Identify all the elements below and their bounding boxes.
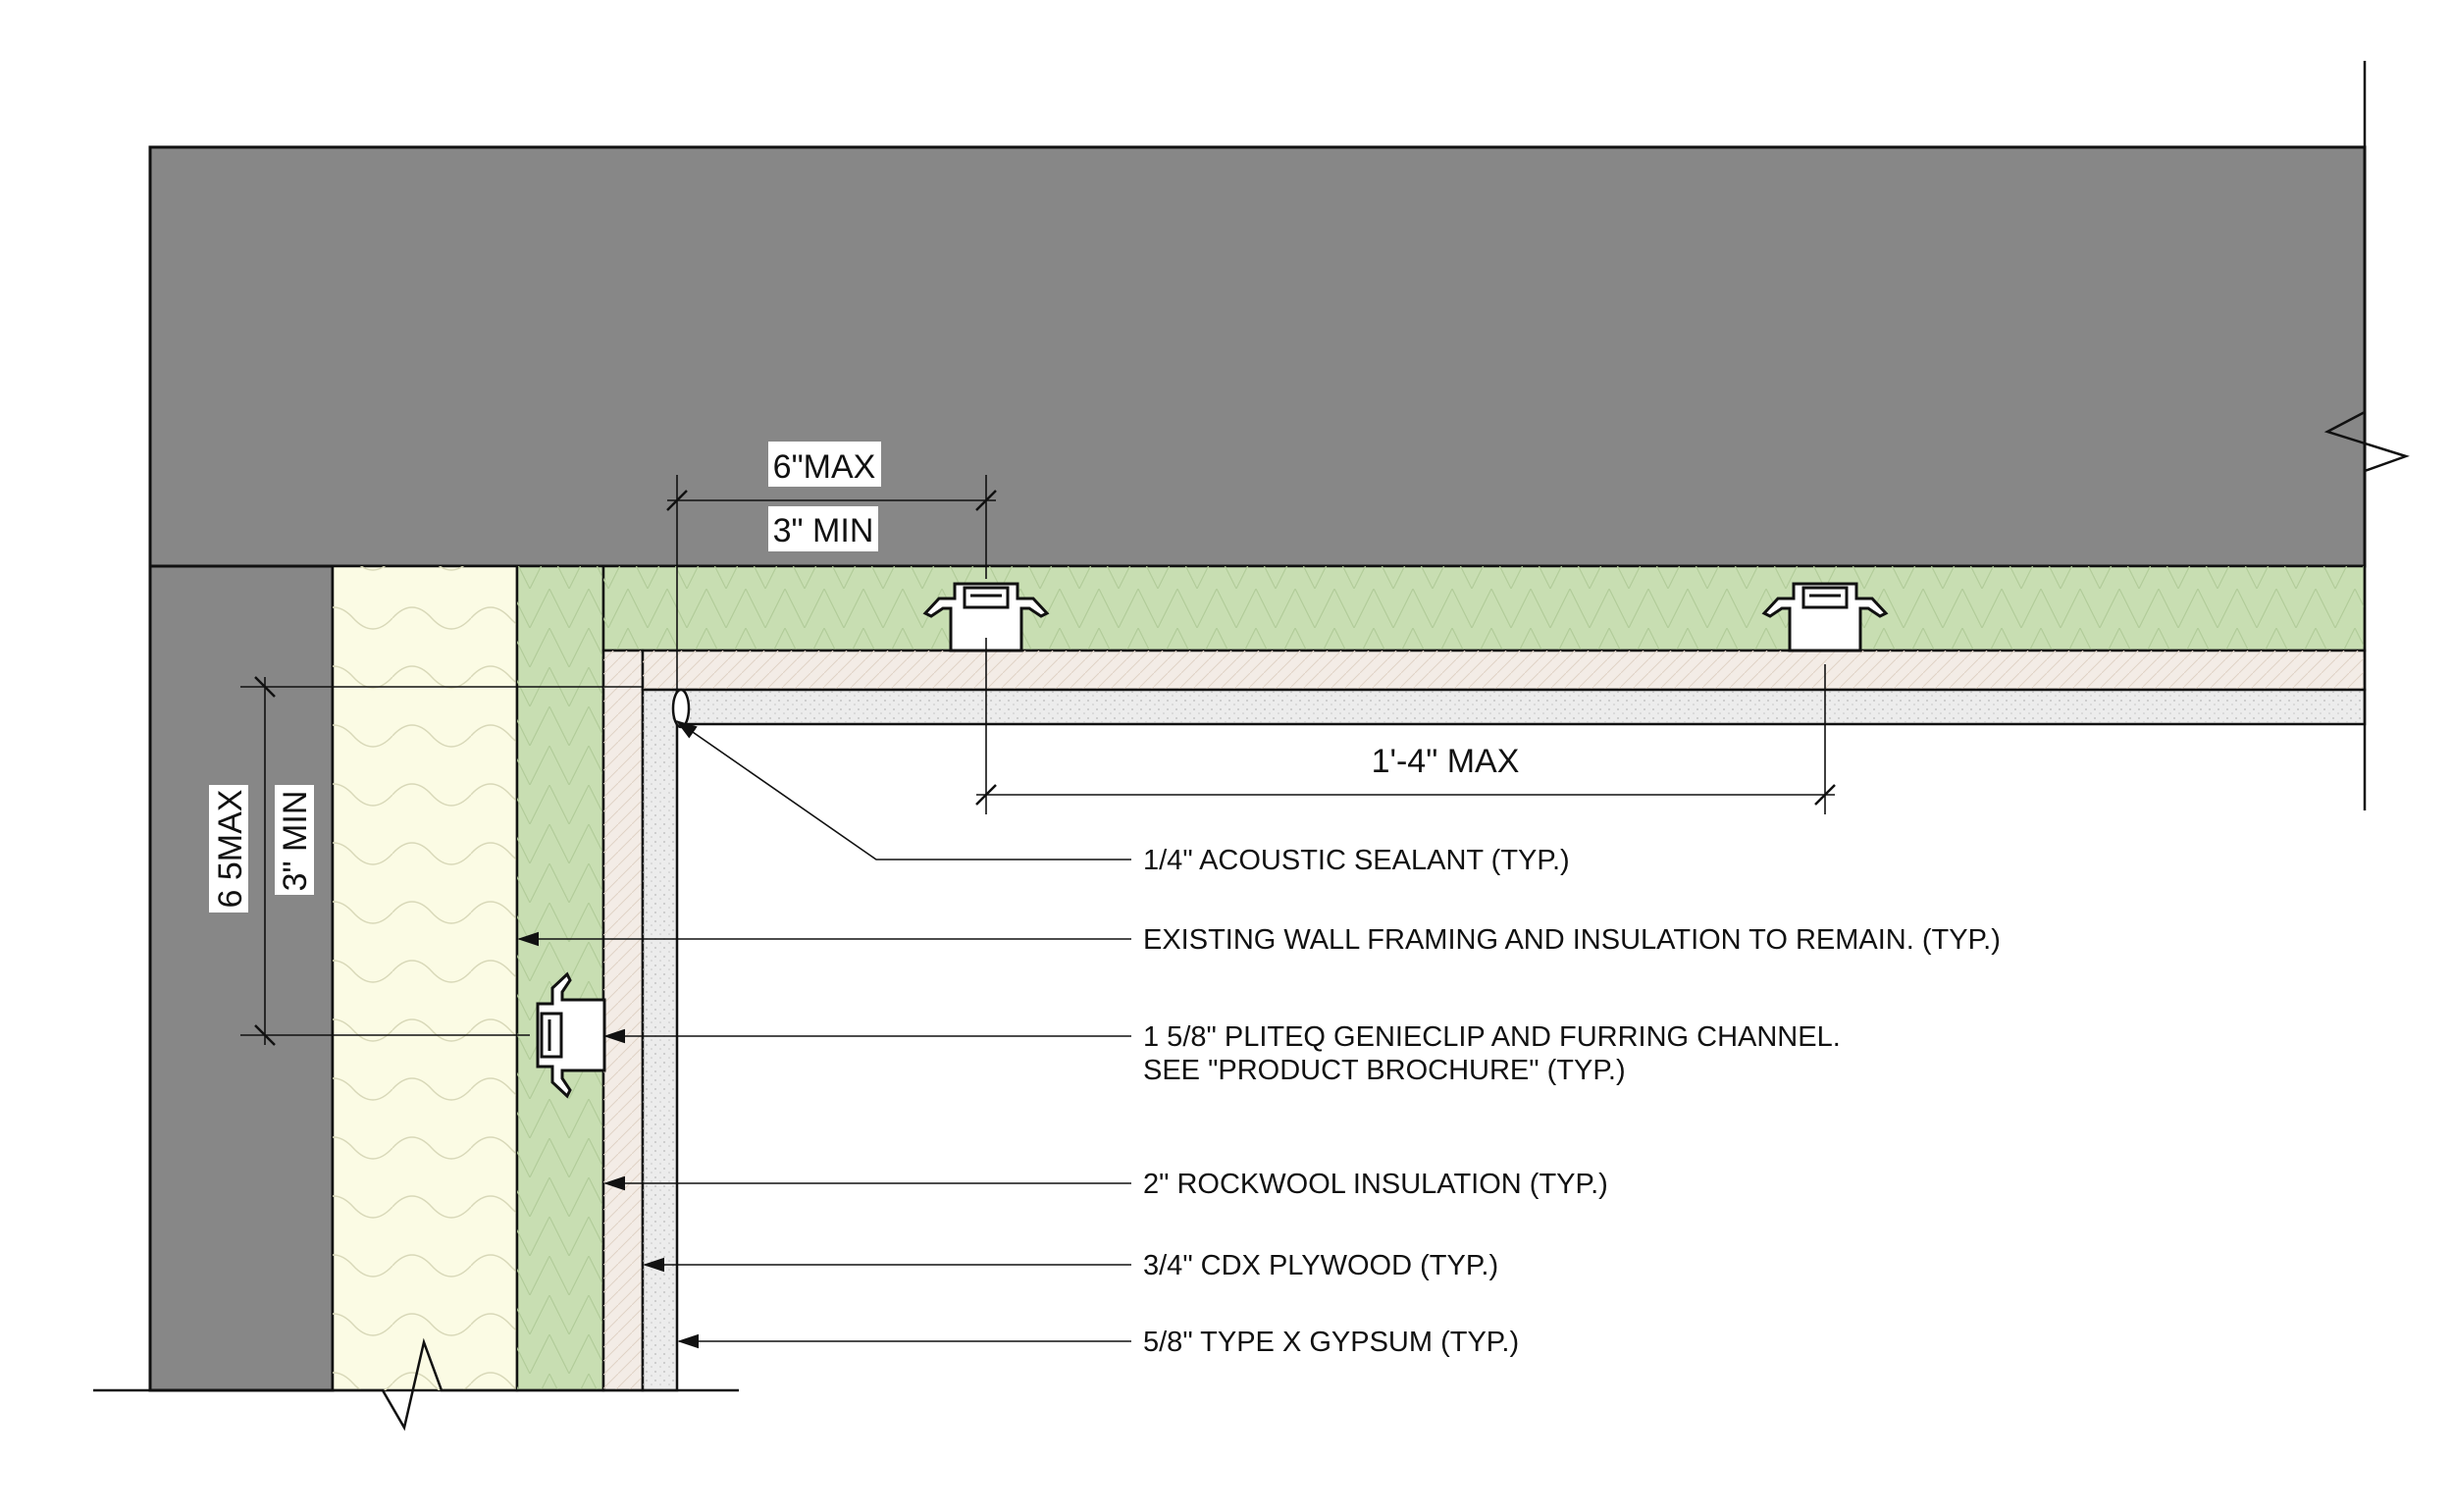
genieclip-wall [536,971,606,1099]
genieclip-ceiling-1 [922,582,1050,652]
existing-structure [148,145,2367,1392]
type-x-gypsum [641,688,2367,1392]
callout-genieclip-line-1: 1 5/8" PLITEQ GENIECLIP AND FURRING CHAN… [1143,1021,1841,1053]
callout-genieclip-line-2: SEE "PRODUCT BROCHURE" (TYP.) [1143,1055,1626,1086]
callout-rockwool: 2" ROCKWOOL INSULATION (TYP.) [1143,1169,1608,1200]
existing-framing-insulation [331,564,519,1392]
callout-leaders [517,719,1131,1349]
dim-vertical-min-label: 3" MIN [277,791,314,892]
dim-label-bg [209,785,248,912]
dim-horizontal-max-label: 6"MAX [773,448,876,486]
callout-labels: 1/4" ACOUSTIC SEALANT (TYP.) EXISTING WA… [1143,845,2001,1358]
dim-clip-spacing-label: 1'-4" MAX [1372,743,1520,780]
dimension-horizontal-offset [666,475,997,692]
ceiling-slab [148,145,2367,568]
dim-vertical-max-label: 6 5MAX [212,790,249,909]
cdx-plywood [601,649,2367,1392]
callout-gypsum: 5/8" TYPE X GYPSUM (TYP.) [1143,1327,1519,1358]
dimension-clip-spacing [975,638,1836,814]
dim-label-bg [768,506,878,551]
acoustic-sealant-bead [671,688,691,729]
dim-label-bg [275,785,314,895]
callout-existing-framing: EXISTING WALL FRAMING AND INSULATION TO … [1143,924,2001,956]
callout-plywood: 3/4" CDX PLYWOOD (TYP.) [1143,1250,1498,1281]
dim-horizontal-min-label: 3" MIN [773,512,874,549]
dimension-vertical-offset [240,676,643,1046]
wall-structure [148,564,335,1392]
break-lines [93,61,2410,1432]
callout-acoustic-sealant: 1/4" ACOUSTIC SEALANT (TYP.) [1143,845,1570,876]
rockwool-insulation [515,564,2367,1392]
dim-label-bg [768,442,881,487]
genieclip-ceiling-2 [1761,582,1889,652]
